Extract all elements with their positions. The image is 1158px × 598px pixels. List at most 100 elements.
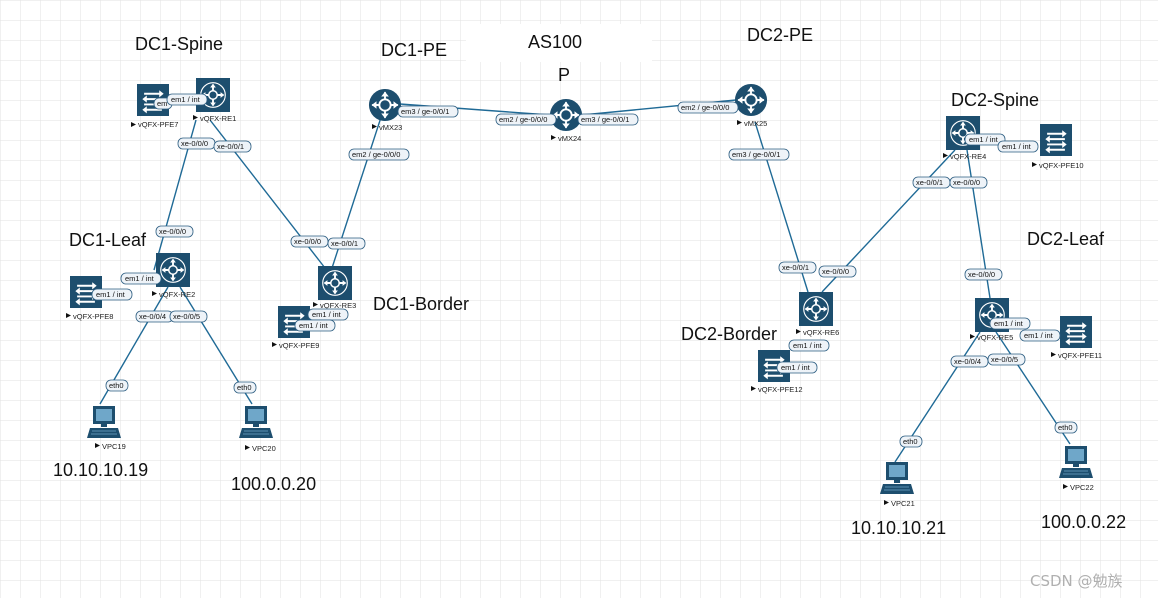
device-vqfx-re1[interactable]: vQFX-RE1 [193,78,236,123]
port-label: em2 / ge-0/0/0 [495,113,557,126]
switch-icon [1060,316,1092,348]
device-vmx24[interactable]: vMX24 [549,98,583,143]
svg-text:eth0: eth0 [903,437,918,446]
node-label: vQFX-PFE8 [73,312,113,321]
port-label: em3 / ge-0/0/1 [397,105,459,118]
port-label: em2 / ge-0/0/0 [677,101,739,114]
port-label: em3 / ge-0/0/1 [728,148,790,161]
device-vmx23[interactable]: vMX23 [368,88,402,132]
port-label: em1 / int [91,288,133,301]
device-vqfx-pfe11[interactable]: vQFX-PFE11 [1051,316,1102,360]
ip-label-vpc21: 10.10.10.21 [851,518,946,538]
device-vqfx-re6[interactable]: vQFX-RE6 [796,292,839,337]
port-label: xe-0/0/5 [987,353,1026,366]
port-label: xe-0/0/0 [818,265,857,278]
device-vpc21[interactable]: VPC21 [879,461,915,508]
node-label: VPC21 [891,499,915,508]
svg-text:em2 / ge-0/0/0: em2 / ge-0/0/0 [352,150,400,159]
region-label-dc2-pe: DC2-PE [747,25,813,45]
region-label-p: P [558,65,570,85]
port-label: xe-0/0/0 [177,137,216,150]
device-vqfx-re3[interactable]: vQFX-RE3 [313,266,356,310]
port-label: em1 / int [776,361,818,374]
device-vpc19[interactable]: VPC19 [86,405,126,451]
node-label: vQFX-PFE11 [1058,351,1102,360]
region-label-dc1-border: DC1-Border [373,294,469,314]
page-title: AS100 [528,32,582,52]
device-vqfx-pfe9[interactable]: vQFX-PFE9 [272,306,319,350]
router-icon [156,253,190,287]
device-vqfx-pfe10[interactable]: vQFX-PFE10 [1032,124,1084,170]
port-label: xe-0/0/4 [135,310,174,323]
port-label: em1 / int [1019,329,1061,342]
node-label: vMX25 [744,119,767,128]
ip-label-vpc22: 100.0.0.22 [1041,512,1126,532]
svg-text:em2 / ge-0/0/0: em2 / ge-0/0/0 [499,115,547,124]
svg-text:em3 / ge-0/0/1: em3 / ge-0/0/1 [401,107,449,116]
svg-text:xe-0/0/0: xe-0/0/0 [159,227,186,236]
router-icon [734,83,768,117]
device-vqfx-pfe8[interactable]: vQFX-PFE8 [66,276,113,321]
port-label: xe-0/0/1 [213,140,252,153]
ip-label-vpc19: 10.10.10.19 [53,460,148,480]
svg-text:em1 / int: em1 / int [96,290,126,299]
device-vqfx-pfe12[interactable]: vQFX-PFE12 [751,350,803,394]
region-label-dc1-spine: DC1-Spine [135,34,223,54]
svg-text:xe-0/0/5: xe-0/0/5 [173,312,200,321]
port-label: xe-0/0/5 [169,310,208,323]
svg-text:em1 / int: em1 / int [1002,142,1032,151]
region-label-dc2-border: DC2-Border [681,324,777,344]
svg-text:em1 / int: em1 / int [1024,331,1054,340]
svg-text:xe-0/0/0: xe-0/0/0 [968,270,995,279]
svg-text:xe-0/0/1: xe-0/0/1 [217,142,244,151]
port-label: em1 / int [120,272,162,285]
device-vqfx-re4[interactable]: vQFX-RE4 [943,116,986,161]
svg-text:em1 / int: em1 / int [969,135,999,144]
svg-text:em1 / int: em1 / int [171,95,201,104]
title-banner [466,24,652,62]
device-vqfx-re2[interactable]: vQFX-RE2 [152,253,195,299]
node-label: VPC22 [1070,483,1094,492]
port-label: xe-0/0/0 [964,268,1003,281]
svg-text:em1 / int: em1 / int [299,321,329,330]
node-label: VPC19 [102,442,126,451]
port-label: em2 / ge-0/0/0 [348,148,410,161]
svg-text:xe-0/0/0: xe-0/0/0 [822,267,849,276]
node-label: vQFX-RE1 [200,114,236,123]
svg-text:em: em [157,99,167,108]
port-label: xe-0/0/1 [327,237,366,250]
port-label: eth0 [899,435,923,448]
port-label: xe-0/0/0 [290,235,329,248]
device-vpc22[interactable]: VPC22 [1058,445,1094,492]
node-label: vQFX-PFE12 [758,385,803,394]
svg-text:xe-0/0/5: xe-0/0/5 [991,355,1018,364]
node-label: vQFX-RE2 [159,290,195,299]
device-vqfx-pfe7[interactable]: vQFX-PFE7 [131,84,178,129]
svg-text:eth0: eth0 [1058,423,1073,432]
device-vmx25[interactable]: vMX25 [734,83,768,128]
port-label: xe-0/0/1 [912,176,951,189]
svg-text:em3 / ge-0/0/1: em3 / ge-0/0/1 [581,115,629,124]
node-label: VPC20 [252,444,276,453]
ip-label-vpc20: 100.0.0.20 [231,474,316,494]
svg-text:xe-0/0/0: xe-0/0/0 [953,178,980,187]
device-vpc20[interactable]: VPC20 [238,405,276,453]
port-label: xe-0/0/1 [778,261,817,274]
port-label: eth0 [105,379,129,392]
svg-text:em1 / int: em1 / int [125,274,155,283]
router-icon [549,98,583,132]
port-label: em1 / int [294,319,336,332]
svg-text:em2 / ge-0/0/0: em2 / ge-0/0/0 [681,103,729,112]
svg-text:em1 / int: em1 / int [781,363,811,372]
port-label: em1 / int [788,339,830,352]
node-label: vQFX-RE3 [320,301,356,310]
node-label: vQFX-RE5 [977,333,1013,342]
svg-text:xe-0/0/0: xe-0/0/0 [181,139,208,148]
svg-text:em3 / ge-0/0/1: em3 / ge-0/0/1 [732,150,780,159]
device-vqfx-re5[interactable]: vQFX-RE5 [970,298,1013,342]
port-label: em1 / int [166,93,208,106]
port-labels: em em1 / int xe-0/0/0 xe-0/0/1 xe-0/0/0 … [91,93,1078,448]
svg-text:xe-0/0/4: xe-0/0/4 [954,357,981,366]
node-label: vQFX-RE4 [950,152,986,161]
